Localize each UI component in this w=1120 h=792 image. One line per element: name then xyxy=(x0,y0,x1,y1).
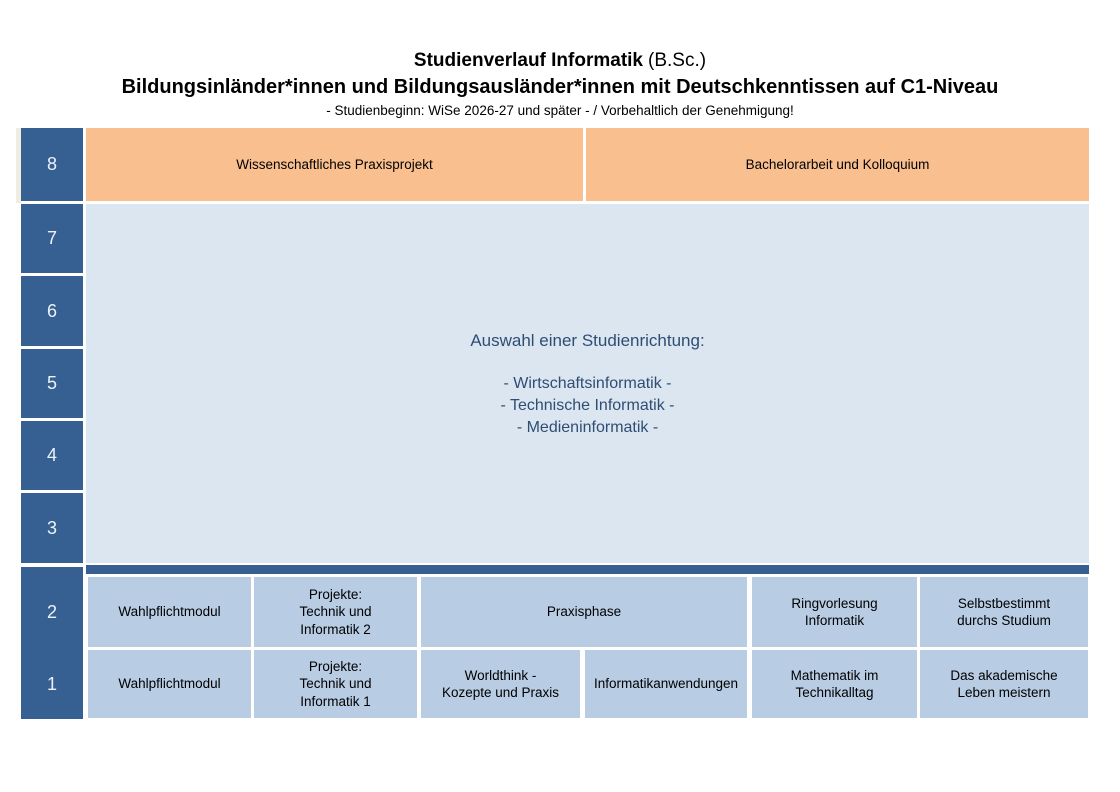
page-note: - Studienbeginn: WiSe 2026-27 und später… xyxy=(326,103,794,118)
module-cell-praxisprojekt: Wissenschaftliches Praxisprojekt xyxy=(86,128,583,201)
page-title: Studienverlauf Informatik(B.Sc.) xyxy=(0,48,1120,74)
semester-box-6: 6 xyxy=(21,276,83,346)
semester-label-2: 2 xyxy=(46,601,57,622)
left-edge-shadow xyxy=(16,128,21,203)
module-cell-bachelorarbeit: Bachelorarbeit und Kolloquium xyxy=(586,128,1089,201)
semester-box-7: 7 xyxy=(21,204,83,273)
module-cell-worldthink: Worldthink - Kozepte und Praxis xyxy=(421,650,580,718)
module-cell-akademisches-leben: Das akademische Leben meistern xyxy=(920,650,1088,718)
semester-box-5: 5 xyxy=(21,349,83,418)
module-cell-selbstbestimmt: Selbstbestimmt durchs Studium xyxy=(920,577,1088,647)
module-cell-wahlpflichtmodul-1: Wahlpflichtmodul xyxy=(88,650,251,718)
semester-box-4: 4 xyxy=(21,421,83,490)
semester-label-1: 1 xyxy=(46,673,57,694)
direction-selection-panel: Auswahl einer Studienrichtung: - Wirtsch… xyxy=(86,204,1089,563)
module-cell-mathematik: Mathematik im Technikalltag xyxy=(752,650,917,718)
module-cell-informatikanwendungen: Informatikanwendungen xyxy=(585,650,747,718)
title-block: Studienverlauf Informatik(B.Sc.) Bildung… xyxy=(0,48,1120,120)
divider-bar xyxy=(86,565,1089,574)
semester-box-3: 3 xyxy=(21,493,83,563)
direction-option-technische-informatik: - Technische Informatik - xyxy=(500,396,675,414)
page-title-degree: (B.Sc.) xyxy=(648,50,707,71)
module-cell-praxisphase: Praxisphase xyxy=(421,577,747,647)
direction-heading: Auswahl einer Studienrichtung: xyxy=(470,330,705,350)
module-cell-wahlpflichtmodul-2: Wahlpflichtmodul xyxy=(88,577,251,647)
page-subtitle: Bildungsinländer*innen und Bildungsauslä… xyxy=(121,76,999,98)
module-cell-projekte-1: Projekte: Technik und Informatik 1 xyxy=(254,650,417,718)
page-title-main: Studienverlauf Informatik xyxy=(413,50,644,71)
module-cell-projekte-2: Projekte: Technik und Informatik 2 xyxy=(254,577,417,647)
direction-option-medieninformatik: - Medieninformatik - xyxy=(516,418,659,436)
direction-option-wirtschaftsinformatik: - Wirtschaftsinformatik - xyxy=(503,374,672,392)
semester-box-8: 8 xyxy=(21,128,83,201)
semester-box-2-1: 2 1 xyxy=(21,567,83,719)
module-cell-ringvorlesung: Ringvorlesung Informatik xyxy=(752,577,917,647)
